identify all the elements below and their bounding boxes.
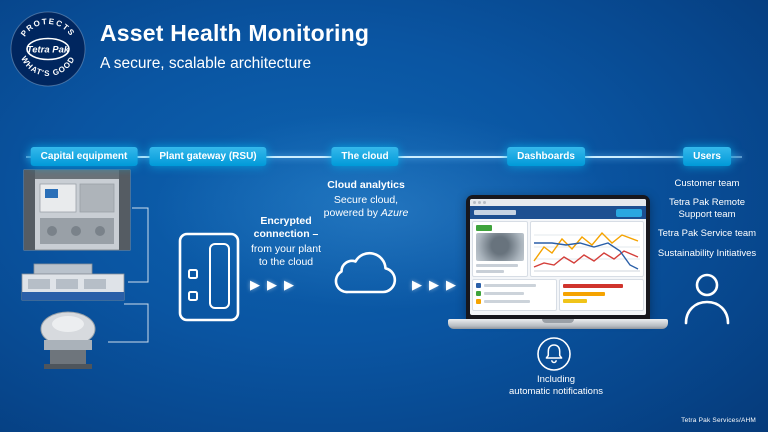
page-title: Asset Health Monitoring — [100, 20, 370, 46]
dashboard-header-button — [616, 208, 642, 217]
logo-brand-text: Tetra Pak — [27, 45, 70, 56]
stage-pill-plant-gateway: Plant gateway (RSU) — [149, 147, 267, 166]
legend-swatch — [476, 299, 481, 304]
cloud-icon — [334, 251, 397, 294]
bar — [563, 291, 605, 296]
window-control-icon — [473, 201, 476, 204]
notification-bell-icon — [537, 337, 571, 371]
dashboard-header-bar — [470, 206, 646, 219]
users-list: Customer team Tetra Pak Remote Support t… — [655, 178, 759, 326]
filling-machine-image — [23, 169, 131, 251]
dashboard-body — [470, 219, 646, 313]
arrow-icon: ▶ — [284, 277, 294, 292]
encrypted-connection-block: Encrypted connection – from your plant t… — [240, 215, 332, 270]
user-item-customer-team: Customer team — [674, 178, 740, 189]
arrow-icon: ▶ — [429, 277, 439, 292]
window-control-icon — [478, 201, 481, 204]
text-placeholder — [476, 264, 518, 267]
encrypted-connection-heading: Encrypted connection – — [253, 215, 319, 241]
text-placeholder — [476, 270, 504, 273]
user-item-remote-support-team: Tetra Pak Remote Support team — [668, 197, 746, 221]
laptop-screen — [466, 195, 650, 319]
dashboard-line-chart — [530, 221, 644, 277]
cloud-powered-by-text: powered by — [323, 207, 381, 220]
user-item-service-team: Tetra Pak Service team — [657, 228, 757, 240]
dashboard-title-placeholder — [474, 210, 516, 215]
dashboard-bar-chart — [559, 279, 644, 311]
stage-pill-the-cloud: The cloud — [331, 147, 399, 166]
dashboard-table-panel — [472, 279, 557, 311]
title-block: Asset Health Monitoring A secure, scalab… — [100, 20, 369, 73]
legend-swatch — [476, 291, 481, 296]
text-placeholder — [484, 300, 530, 303]
browser-chrome-bar — [470, 199, 646, 206]
arrow-icon: ▶ — [446, 277, 456, 292]
flow-arrows-cloud-to-dashboards: ▶ ▶ ▶ — [412, 278, 456, 291]
bar — [563, 284, 623, 288]
laptop-base — [448, 319, 668, 329]
text-placeholder — [484, 292, 524, 295]
window-control-icon — [483, 201, 486, 204]
azure-brand-text: Azure — [380, 207, 409, 220]
slide-footer: Tetra Pak Services/AHM — [681, 417, 756, 424]
arrow-icon: ▶ — [267, 277, 277, 292]
page-subtitle: A secure, scalable architecture — [100, 55, 312, 72]
bar — [563, 299, 587, 303]
capital-equipment-images — [21, 169, 149, 369]
cloud-analytics-line2: powered by Azure — [320, 207, 412, 221]
stage-pill-capital-equipment: Capital equipment — [30, 147, 138, 166]
notifications-line1: Including — [536, 374, 576, 385]
plant-gateway-icon — [178, 232, 240, 322]
stage-pill-dashboards: Dashboards — [507, 147, 585, 166]
dashboard-equipment-panel — [472, 221, 528, 277]
arrow-icon: ▶ — [412, 277, 422, 292]
processing-unit-image — [21, 263, 125, 301]
separator-machine-image — [40, 311, 96, 369]
equipment-thumbnail — [476, 233, 524, 261]
stage-pill-users: Users — [683, 147, 731, 166]
arrow-icon: ▶ — [250, 277, 260, 292]
cloud-analytics-block: Cloud analytics Secure cloud, powered by… — [320, 179, 412, 221]
user-item-sustainability: Sustainability Initiatives — [657, 247, 757, 259]
user-person-icon — [684, 273, 730, 325]
cloud-analytics-heading: Cloud analytics — [327, 179, 405, 191]
encrypted-connection-line1: from your plant — [250, 243, 322, 256]
tetra-pak-logo: PROTECTS WHAT'S GOOD Tetra Pak — [10, 11, 86, 87]
encrypted-connection-line2: to the cloud — [258, 256, 314, 269]
dashboard-screenshot — [470, 199, 646, 315]
status-badge — [476, 225, 492, 231]
notifications-line2: automatic notifications — [509, 386, 603, 398]
legend-swatch — [476, 283, 481, 288]
notifications-caption: Including automatic notifications — [478, 374, 634, 399]
text-placeholder — [484, 284, 536, 287]
cloud-analytics-line1: Secure cloud, — [333, 193, 399, 206]
flow-arrows-gateway-to-cloud: ▶ ▶ ▶ — [250, 278, 294, 291]
laptop-notch — [542, 319, 574, 323]
